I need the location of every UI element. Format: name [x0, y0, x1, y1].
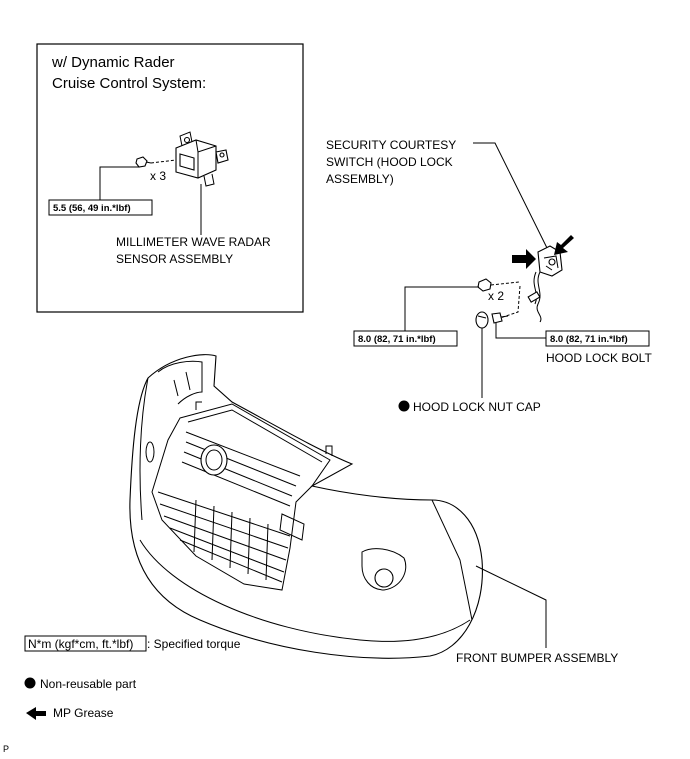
- inset-frame: [36, 43, 304, 313]
- nut-cap-label: HOOD LOCK NUT CAP: [413, 400, 541, 414]
- legend-nonreusable-label: Non-reusable part: [40, 677, 137, 691]
- bumper-label: FRONT BUMPER ASSEMBLY: [456, 651, 618, 665]
- radar-torque-leader: [99, 166, 140, 200]
- switch-label-leader: [473, 142, 550, 253]
- bolt-label: HOOD LOCK BOLT: [546, 351, 652, 365]
- hood-lock-nut-cap-icon: [475, 311, 489, 329]
- bolt-torque-box: [545, 330, 650, 347]
- legend-torque-desc: : Specified torque: [147, 637, 241, 651]
- grease-arrow-left-icon: [512, 249, 536, 269]
- bolt-torque-leader: [495, 323, 546, 339]
- inset-title-line1: w/ Dynamic Rader: [51, 54, 175, 71]
- radar-torque-box: [48, 199, 153, 216]
- millimeter-wave-radar-sensor-icon: [175, 131, 229, 187]
- radar-bolt-dash: [150, 159, 177, 164]
- legend-grease-arrow-icon: [26, 707, 46, 720]
- legend-torque-unit: N*m (kgf*cm, ft.*lbf): [28, 637, 133, 651]
- radar-label-line1: MILLIMETER WAVE RADAR: [116, 235, 271, 249]
- bumper-label-leader: [475, 565, 547, 648]
- switch-label-line3: ASSEMBLY): [326, 172, 394, 186]
- hood-lock-bolt-icon: [491, 312, 509, 324]
- nut-torque-value: 8.0 (82, 71 in.*lbf): [358, 334, 436, 345]
- bolt-torque-value: 8.0 (82, 71 in.*lbf): [550, 334, 628, 345]
- nonreusable-dot-icon: [398, 400, 410, 412]
- nut-torque-box: [353, 330, 458, 347]
- grease-arrow-right-icon: [554, 235, 574, 255]
- front-bumper-assembly-icon: [129, 354, 483, 659]
- corner-mark: P: [3, 744, 9, 754]
- radar-bolt-icon: [135, 156, 152, 168]
- legend-torque-box: [24, 635, 147, 652]
- switch-label-line2: SWITCH (HOOD LOCK: [326, 155, 453, 169]
- nut-torque-leader: [404, 286, 479, 331]
- radar-torque-value: 5.5 (56, 49 in.*lbf): [53, 203, 131, 214]
- nut-qty: x 2: [488, 289, 504, 303]
- nut-dash: [490, 281, 520, 286]
- radar-bolt-qty: x 3: [150, 169, 166, 183]
- switch-label-line1: SECURITY COURTESY: [326, 138, 456, 152]
- inset-title-line2: Cruise Control System:: [52, 75, 206, 92]
- legend-grease-label: MP Grease: [53, 706, 114, 720]
- legend-nonreusable-dot-icon: [24, 677, 36, 689]
- radar-label-line2: SENSOR ASSEMBLY: [116, 252, 233, 266]
